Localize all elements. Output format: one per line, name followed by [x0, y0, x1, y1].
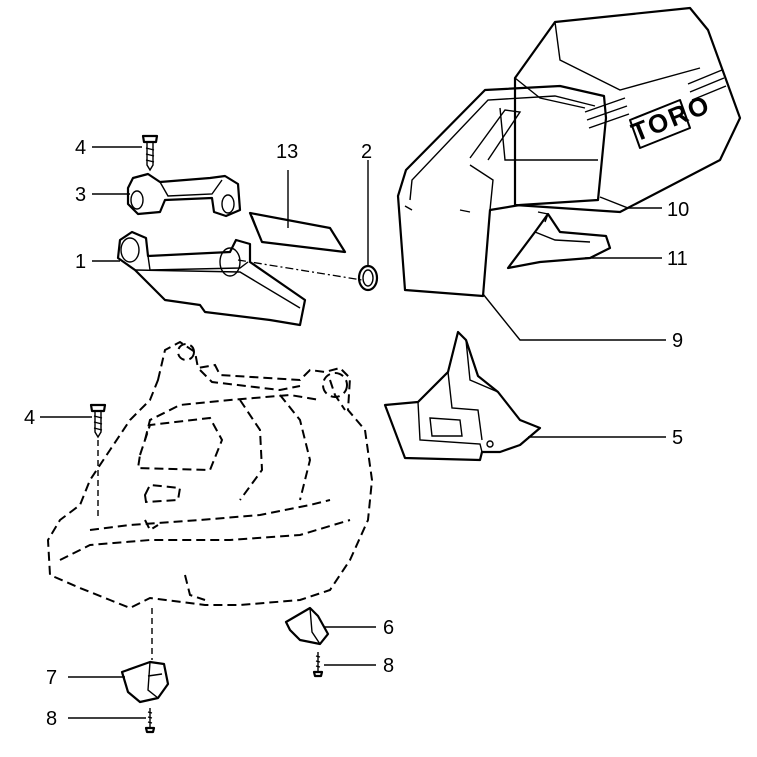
screw-top [141, 134, 159, 172]
handle-bracket [116, 230, 307, 327]
grass-bag: TORO [513, 6, 742, 214]
spring-washer [357, 264, 379, 292]
callout-7: 7 [46, 667, 57, 689]
leader-lines [40, 146, 666, 719]
callout-2: 2 [361, 141, 372, 163]
callout-8-left: 8 [46, 708, 57, 730]
callout-1: 1 [75, 251, 86, 273]
label-plate [248, 211, 347, 254]
discharge-chute [383, 330, 542, 462]
mower-deck [46, 340, 374, 610]
callout-6: 6 [383, 617, 394, 639]
screw-8-left [144, 708, 156, 734]
callout-11: 11 [667, 248, 688, 270]
callout-13: 13 [276, 141, 298, 163]
screw-8-right [312, 652, 324, 678]
callout-4-side: 4 [24, 407, 35, 429]
callout-3: 3 [75, 184, 86, 206]
front-clip [120, 608, 170, 704]
callout-5: 5 [672, 427, 683, 449]
callout-8-right: 8 [383, 655, 394, 677]
handle-clamp [126, 172, 242, 218]
bag-stripes [584, 69, 727, 129]
callout-labels: 4 3 1 2 13 4 10 11 9 5 6 8 7 8 [24, 137, 689, 730]
callout-10: 10 [667, 199, 689, 221]
bag-frame [396, 84, 608, 298]
rear-flap [506, 211, 612, 270]
callout-9: 9 [672, 330, 683, 352]
side-clip [284, 606, 330, 646]
callout-4-top: 4 [75, 137, 86, 159]
screw-side [89, 403, 107, 439]
